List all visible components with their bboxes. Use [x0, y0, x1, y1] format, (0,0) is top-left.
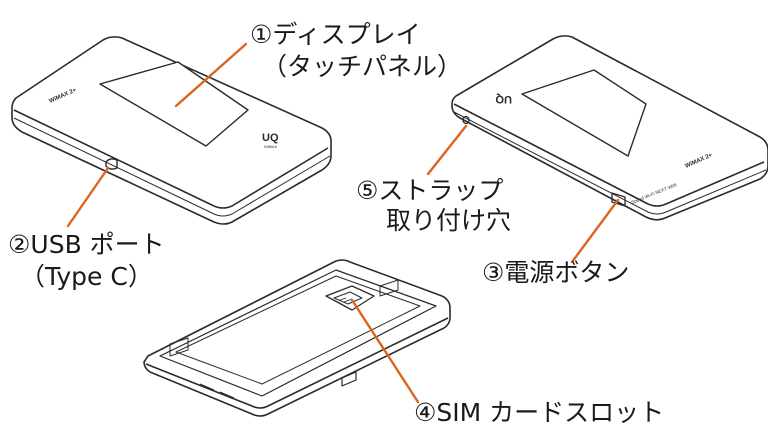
label-usb-line1: ②USB ポート [8, 230, 165, 259]
back-logo-mark: UQ [495, 93, 512, 105]
label-display-line1: ①ディスプレイ [250, 20, 421, 49]
router-front-view [11, 36, 332, 225]
front-logo-sub-mark: WiMAX [264, 144, 278, 149]
callout-line-strap [426, 124, 468, 176]
router-open-view [143, 259, 451, 417]
label-usb-line2: （Type C） [20, 262, 153, 291]
front-logo-mark: UQ [262, 132, 279, 144]
label-sim: ④SIM カードスロット [414, 398, 665, 427]
label-strap-line2: 取り付け穴 [386, 206, 512, 235]
label-power: ③電源ボタン [482, 258, 630, 287]
label-display-line2: （タッチパネル） [262, 52, 463, 81]
callout-line-display [174, 42, 248, 108]
callout-line-power [570, 198, 620, 264]
callout-line-sim [350, 298, 420, 404]
callout-lines [66, 42, 620, 404]
label-strap-line1: ⑤ストラップ [356, 176, 504, 205]
callout-line-usb [66, 166, 110, 228]
router-back-view [451, 35, 768, 221]
